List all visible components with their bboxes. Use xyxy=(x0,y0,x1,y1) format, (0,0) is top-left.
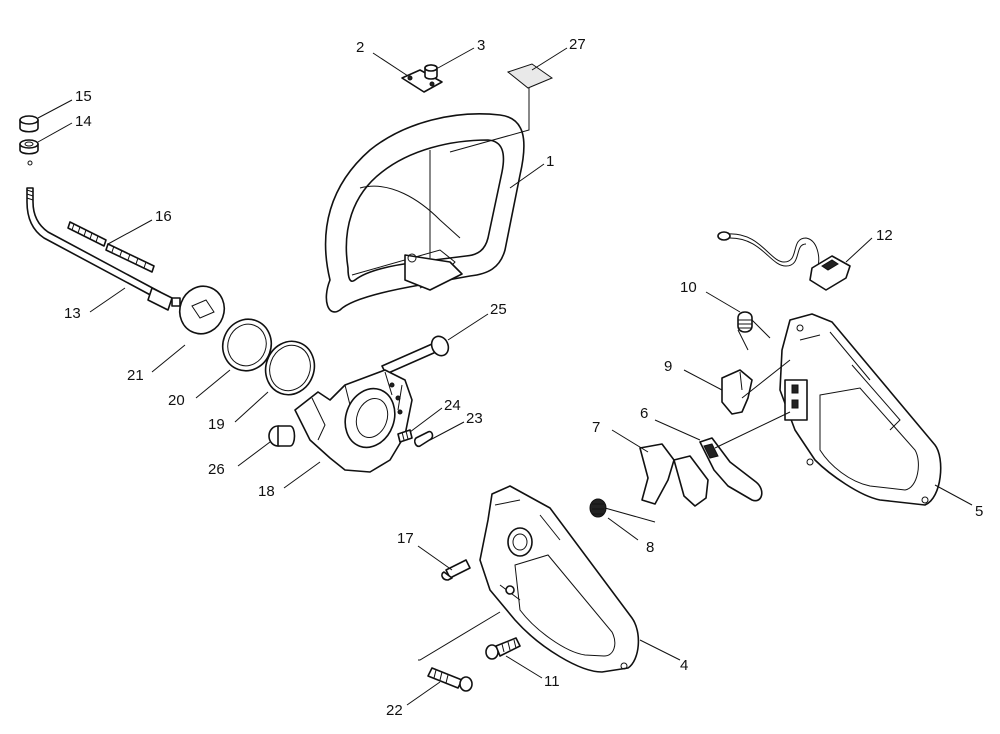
part-8-spring xyxy=(589,498,607,518)
part-25-bolt xyxy=(381,335,450,375)
callout-7: 7 xyxy=(592,419,600,436)
callout-26: 26 xyxy=(208,461,225,478)
part-4-housing-left xyxy=(479,485,640,673)
leader-lines xyxy=(37,47,973,706)
part-1-front-handle xyxy=(324,113,525,313)
part-17-fitting xyxy=(441,559,471,581)
part-27-label xyxy=(506,63,554,89)
part-19-ring xyxy=(264,340,316,396)
part-6-trigger xyxy=(699,437,763,502)
callout-17: 17 xyxy=(397,530,414,547)
callout-10: 10 xyxy=(680,279,697,296)
callout-19: 19 xyxy=(208,416,225,433)
part-10-spring xyxy=(737,311,771,351)
part-21-plate xyxy=(178,285,226,335)
callout-15: 15 xyxy=(75,88,92,105)
part-24-spring xyxy=(397,429,413,443)
callout-8: 8 xyxy=(646,539,654,556)
callout-9: 9 xyxy=(664,358,672,375)
part-2-plate xyxy=(401,69,443,93)
callout-3: 3 xyxy=(477,37,485,54)
callout-6: 6 xyxy=(640,405,648,422)
callout-25: 25 xyxy=(490,301,507,318)
part-12-switch xyxy=(717,231,851,291)
part-16-springs xyxy=(67,221,155,273)
part-18-housing xyxy=(294,369,413,473)
callout-20: 20 xyxy=(168,392,185,409)
part-26-bushing xyxy=(268,425,296,447)
part-22-screw xyxy=(427,667,473,692)
callout-18: 18 xyxy=(258,483,275,500)
callout-16: 16 xyxy=(155,208,172,225)
callout-labels: 2 3 27 1 15 14 16 13 21 20 19 25 24 23 2… xyxy=(64,36,983,719)
callout-21: 21 xyxy=(127,367,144,384)
part-5-housing-right xyxy=(779,313,942,506)
callout-24: 24 xyxy=(444,397,461,414)
callout-22: 22 xyxy=(386,702,403,719)
callout-1: 1 xyxy=(546,153,554,170)
part-23-pin xyxy=(413,430,434,448)
callout-5: 5 xyxy=(975,503,983,520)
part-20-gasket xyxy=(221,318,273,372)
callout-14: 14 xyxy=(75,113,92,130)
part-15-nut xyxy=(19,115,39,133)
part-14-washer xyxy=(19,139,39,155)
callout-4: 4 xyxy=(680,657,688,674)
part-11-screw xyxy=(485,637,521,660)
callout-23: 23 xyxy=(466,410,483,427)
part-7-lockout xyxy=(639,443,709,507)
part-9-lever xyxy=(721,369,753,415)
callout-13: 13 xyxy=(64,305,81,322)
part-3-nut xyxy=(424,64,438,80)
callout-2: 2 xyxy=(356,39,364,56)
callout-12: 12 xyxy=(876,227,893,244)
callout-11: 11 xyxy=(544,673,560,690)
callout-27: 27 xyxy=(569,36,586,53)
part-13-rod xyxy=(26,160,185,311)
